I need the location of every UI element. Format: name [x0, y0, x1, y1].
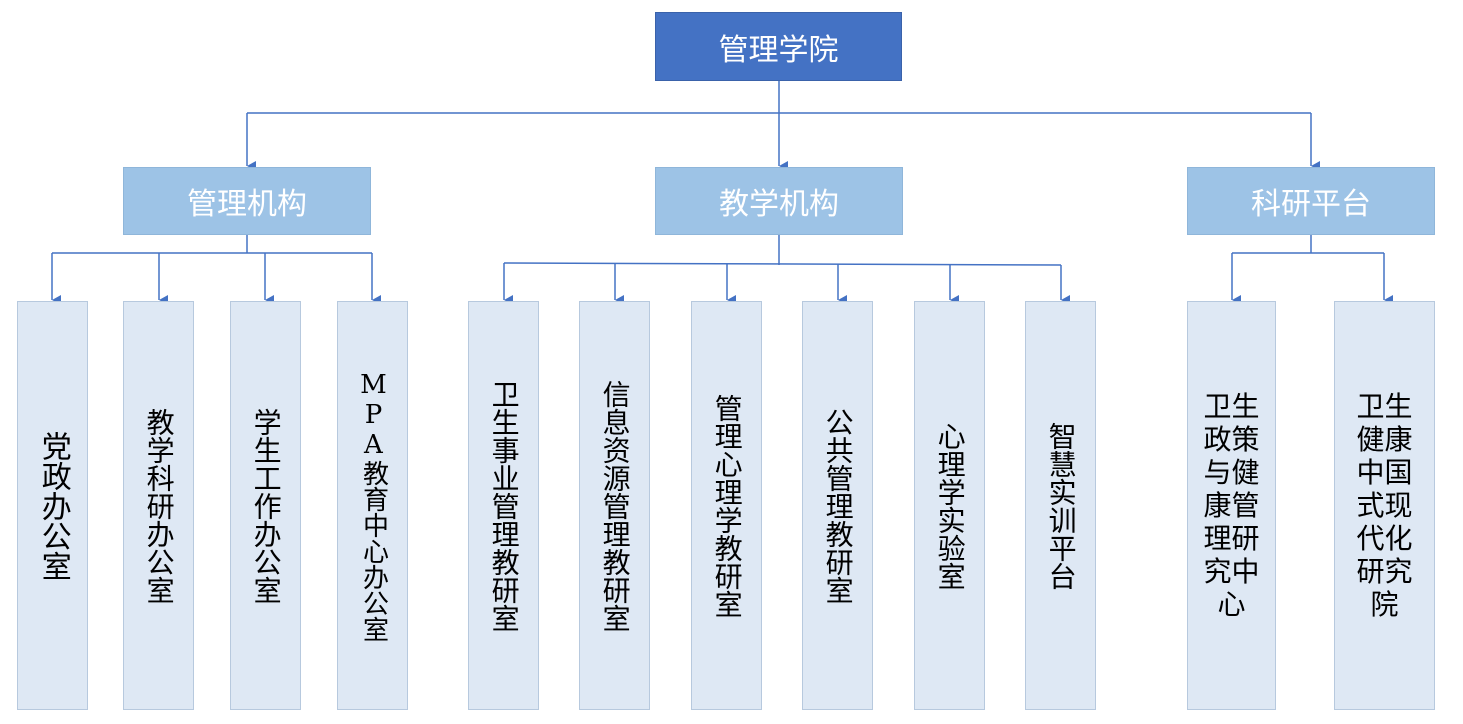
leaf-label: 教学科研办公室 [142, 407, 176, 604]
leaf-label: 信息资源管理教研室 [598, 379, 632, 632]
leaf-label: 智慧实训平台 [1044, 421, 1078, 590]
leaf-admin-2: 学生工作办公室 [230, 301, 301, 710]
root-node: 管理学院 [655, 12, 902, 81]
leaf-label: 卫生政策与健康管理研究中心 [1203, 389, 1260, 622]
branch-admin-label: 管理机构 [187, 187, 307, 222]
leaf-label: 卫生健康中国式现代化研究院 [1356, 389, 1413, 622]
leaf-teaching-4: 心理学实验室 [914, 301, 985, 710]
branch-teaching-label: 教学机构 [719, 187, 839, 222]
leaf-label: 学生工作办公室 [249, 407, 283, 604]
leaf-label: 管理心理学教研室 [710, 393, 744, 618]
leaf-teaching-5: 智慧实训平台 [1025, 301, 1096, 710]
branch-research-node: 科研平台 [1187, 167, 1435, 235]
leaf-admin-1: 教学科研办公室 [123, 301, 194, 710]
leaf-teaching-2: 管理心理学教研室 [691, 301, 762, 710]
leaf-teaching-1: 信息资源管理教研室 [579, 301, 650, 710]
leaf-research-1: 卫生健康中国式现代化研究院 [1334, 301, 1435, 710]
leaf-label: 卫生事业管理教研室 [487, 379, 521, 632]
root-label: 管理学院 [718, 32, 839, 68]
branch-teaching-node: 教学机构 [655, 167, 903, 235]
leaf-teaching-3: 公共管理教研室 [802, 301, 873, 710]
leaf-label: 党政办公室 [35, 430, 71, 581]
leaf-label: MPA教育中心办公室 [358, 369, 389, 642]
leaf-label: 公共管理教研室 [821, 407, 855, 604]
branch-research-label: 科研平台 [1251, 187, 1371, 222]
leaf-admin-3: MPA教育中心办公室 [337, 301, 408, 710]
leaf-research-0: 卫生政策与健康管理研究中心 [1187, 301, 1276, 710]
leaf-teaching-0: 卫生事业管理教研室 [468, 301, 539, 710]
branch-admin-node: 管理机构 [123, 167, 371, 235]
leaf-label: 心理学实验室 [933, 421, 967, 590]
leaf-admin-0: 党政办公室 [17, 301, 88, 710]
